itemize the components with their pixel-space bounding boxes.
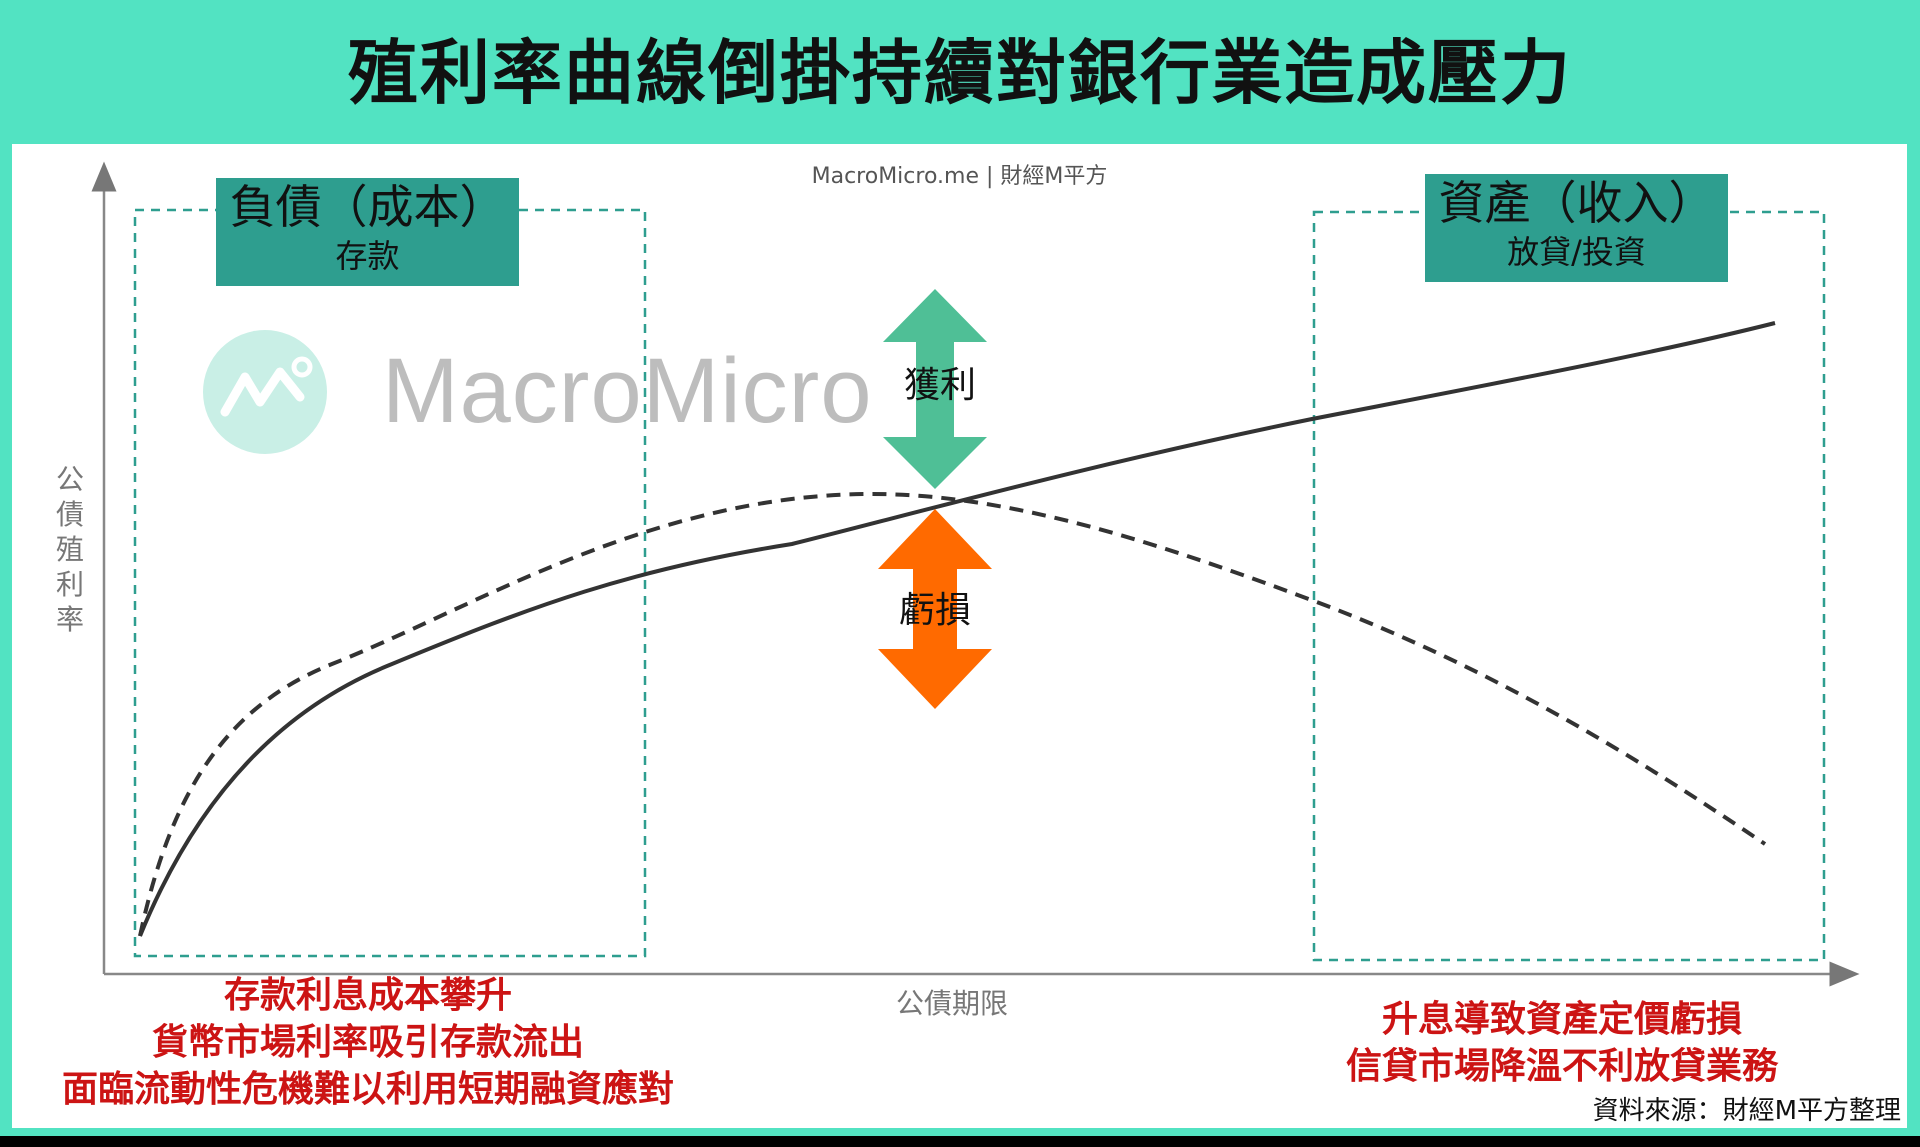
- liability-dashed-box: [133, 208, 647, 958]
- liability-label-box: 負債（成本） 存款: [216, 178, 519, 286]
- diagram-panel: MacroMicro.me | 財經M平方 MacroMicro: [12, 144, 1907, 1128]
- asset-dashed-box: [1312, 210, 1826, 962]
- asset-note-1: 升息導致資產定價虧損: [1381, 999, 1742, 1040]
- loss-arrow: [878, 509, 992, 709]
- x-axis-label: 公債期限: [895, 987, 1008, 1020]
- asset-sublabel: 放貸/投資: [1507, 233, 1646, 271]
- asset-note-2: 信貸市場降溫不利放貸業務: [1345, 1046, 1778, 1087]
- watermark-text: MacroMicro: [382, 340, 873, 442]
- asset-label: 資產（收入）: [1438, 176, 1715, 230]
- liability-label: 負債（成本）: [229, 180, 506, 234]
- y-axis-label: 公 債 殖 利 率: [55, 463, 84, 636]
- liability-sublabel: 存款: [335, 237, 400, 275]
- liability-note-1: 存款利息成本攀升: [223, 975, 512, 1016]
- normal-yield-curve: [138, 321, 1776, 937]
- page-title: 殖利率曲線倒掛持續對銀行業造成壓力: [348, 32, 1572, 114]
- asset-label-box: 資產（收入） 放貸/投資: [1425, 174, 1728, 282]
- profit-label: 獲利: [903, 365, 976, 406]
- loss-label: 虧損: [898, 590, 971, 631]
- liability-note-3: 面臨流動性危機難以利用短期融資應對: [61, 1069, 674, 1110]
- macromicro-logo-icon: [203, 330, 327, 454]
- yield-curve-diagram: [91, 161, 1860, 987]
- asset-notes: 升息導致資產定價虧損 信貸市場降溫不利放貸業務: [1252, 996, 1872, 1090]
- footer-source: 資料來源：財經M平方整理: [1592, 1096, 1901, 1126]
- liability-notes: 存款利息成本攀升 貨幣市場利率吸引存款流出 面臨流動性危機難以利用短期融資應對: [18, 972, 718, 1113]
- source-credit-top: MacroMicro.me | 財經M平方: [811, 164, 1108, 189]
- profit-arrow: [883, 289, 987, 489]
- liability-note-2: 貨幣市場利率吸引存款流出: [151, 1022, 584, 1063]
